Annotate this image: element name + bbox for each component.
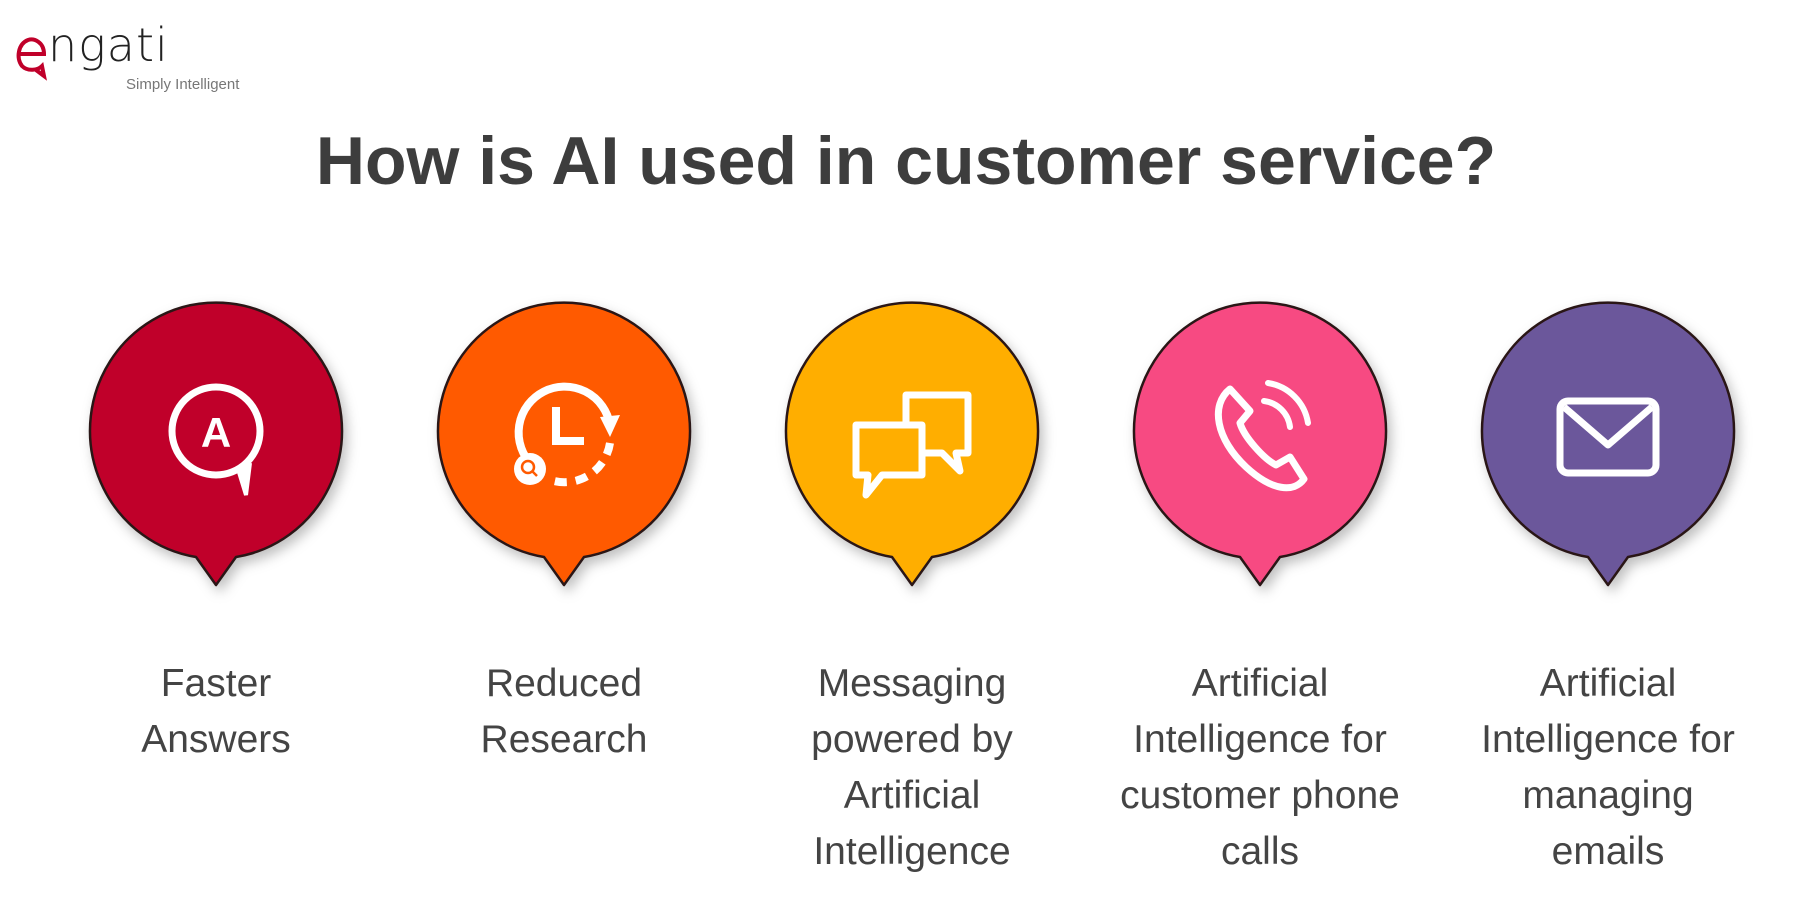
clock-search-icon [514,382,620,487]
logo-tagline: Simply Intelligent [126,76,240,93]
envelope-icon [1556,397,1660,477]
svg-text:A: A [201,409,231,456]
logo-wordmark: ngati [48,18,169,72]
answer-bubble-icon: A [168,383,264,496]
page-title: How is AI used in customer service? [315,123,1497,199]
engati-e-icon [16,37,47,81]
feature-bubble [436,301,692,587]
engati-logo: engati ngati Simply Intelligent [14,18,274,102]
feature-bubble [784,301,1040,587]
phone-call-icon [1214,380,1311,492]
feature-bubble: A [88,301,344,587]
feature-bubble [1480,301,1736,587]
chat-bubbles-icon [852,391,972,499]
feature-bubble [1132,301,1388,587]
